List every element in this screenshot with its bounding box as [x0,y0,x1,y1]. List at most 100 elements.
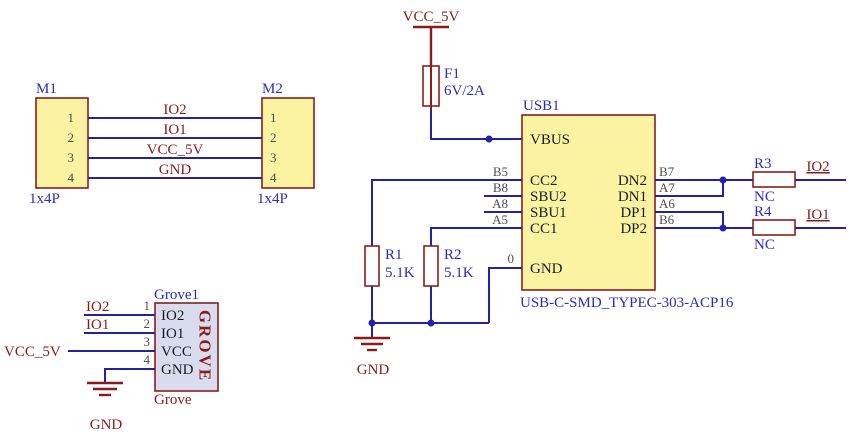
grove-value: Grove [154,392,192,408]
usb1-body [521,114,656,291]
grove-pin-num-4: 4 [144,352,151,367]
f1-value: 6V/2A [444,83,485,99]
gnd-symbol-main: GND [354,336,390,378]
usb1-value: USB-C-SMD_TYPEC-303-ACP16 [520,295,734,311]
usb1-pin-name-cc1: CC1 [530,221,558,237]
r4-body [752,219,796,236]
m2-pin-number-4: 4 [270,170,277,185]
wire-dn1-join [655,180,724,197]
m2-pin-number-1: 1 [270,110,277,125]
r3-refdes: R3 [754,156,772,172]
gnd-main-label: GND [357,362,390,378]
grove-pin-num-1: 1 [144,298,151,313]
power-flag-vcc: VCC_5V [403,9,460,66]
junction-dot-r2 [427,319,435,327]
usb1-refdes: USB1 [523,98,560,114]
m1-pin-number-4: 4 [68,170,75,185]
vcc-top-label: VCC_5V [403,9,460,25]
gnd-symbol-grove: GND [87,381,123,433]
r1-body [364,245,380,287]
r2-value: 5.1K [444,265,474,281]
usb-left-wiring [368,179,522,338]
grove-wiring: IO2 IO1 VCC_5V [4,299,155,383]
grove-net-vcc: VCC_5V [4,344,61,360]
m1-body [35,97,89,189]
grove-pin-num-3: 3 [144,334,151,349]
wire-vbus [430,110,522,140]
grove-pin-name-vcc: VCC [161,344,192,360]
net-label-io1-out: IO1 [806,207,829,223]
usb1-pin-name-dn1: DN1 [618,189,647,205]
usb-right-wiring [655,176,846,232]
usb1-pin-num-b7: B7 [659,164,675,179]
m1-pin-number-1: 1 [68,110,75,125]
usb1-pin-name-vbus: VBUS [530,132,570,148]
r1-refdes: R1 [385,247,403,263]
resistor-r3: R3 NC [752,156,796,205]
resistor-r2: R2 5.1K [423,245,474,287]
junction-dot-dn [719,176,727,184]
net-label-io2-out: IO2 [806,159,829,175]
net-label-io2: IO2 [163,102,186,118]
m2-pin-number-3: 3 [270,150,277,165]
connector-m2: M2 1x4P 1 2 3 4 [257,81,315,207]
junction-dot-vbus [485,135,493,143]
usb1-pin-num-a8: A8 [492,196,508,211]
r3-body [752,171,796,188]
usb1-pin-name-dn2: DN2 [618,173,647,189]
wire-grove-gnd [104,368,155,383]
grove-pin-name-io2: IO2 [161,308,184,324]
grove-pin-name-io1: IO1 [161,326,184,342]
resistor-r1: R1 5.1K [364,245,415,287]
r4-value: NC [754,237,775,253]
usb1-pin-name-cc2: CC2 [530,173,558,189]
r1-value: 5.1K [385,265,415,281]
m1-m2-wires: IO2 IO1 VCC_5V GND [88,102,262,179]
usb1-pin-num-b8: B8 [493,180,508,195]
connector-m1: M1 1x4P 1 2 3 4 [29,81,89,207]
m2-pin-number-2: 2 [270,130,277,145]
vbus-wire [430,110,522,143]
grove-refdes: Grove1 [154,287,199,303]
m1-refdes: M1 [36,81,57,97]
m2-refdes: M2 [262,81,283,97]
m1-pin-number-2: 2 [68,130,75,145]
usb1-pin-name-sbu1: SBU1 [530,205,567,221]
grove-brand-label: GROVE [196,310,215,382]
usb1-pin-num-a7: A7 [659,180,675,195]
r4-refdes: R4 [754,204,772,220]
usb1-pin-name-dp1: DP1 [620,205,647,221]
resistor-r4: R4 NC [752,204,796,253]
wire-usb-gnd [488,267,522,323]
usb1-pin-num-a5: A5 [492,212,508,227]
r2-body [423,245,439,287]
gnd-grove-label: GND [90,417,123,433]
wire-cc2-to-r1 [371,179,522,246]
grove-pin-num-2: 2 [144,316,151,331]
usb-connector: USB1 USB-C-SMD_TYPEC-303-ACP16 VBUS CC2 … [492,98,734,311]
r3-value: NC [754,189,775,205]
junction-dot-r1 [368,319,376,327]
grove-net-io1: IO1 [86,317,109,333]
usb1-pin-num-a6: A6 [659,196,675,211]
junction-dot-dp [719,224,727,232]
net-label-vcc: VCC_5V [147,142,204,158]
grove-pin-name-gnd: GND [161,362,194,378]
m2-body [261,97,315,189]
m2-value: 1x4P [257,191,288,207]
usb1-pin-num-b6: B6 [659,212,675,227]
grove-net-io2: IO2 [86,299,109,315]
m1-pin-number-3: 3 [68,150,75,165]
grove-body [154,302,219,392]
m1-value: 1x4P [29,191,60,207]
grove-connector: Grove1 IO2 IO1 VCC GND GROVE Grove 1 2 3… [144,287,219,408]
usb1-pin-name-gnd: GND [530,261,563,277]
usb1-pin-name-sbu2: SBU2 [530,189,567,205]
f1-refdes: F1 [444,66,460,82]
fuse-f1: F1 6V/2A [422,61,485,110]
net-label-io1: IO1 [163,122,186,138]
usb1-pin-num-0: 0 [508,251,515,266]
usb1-pin-num-b5: B5 [493,164,508,179]
